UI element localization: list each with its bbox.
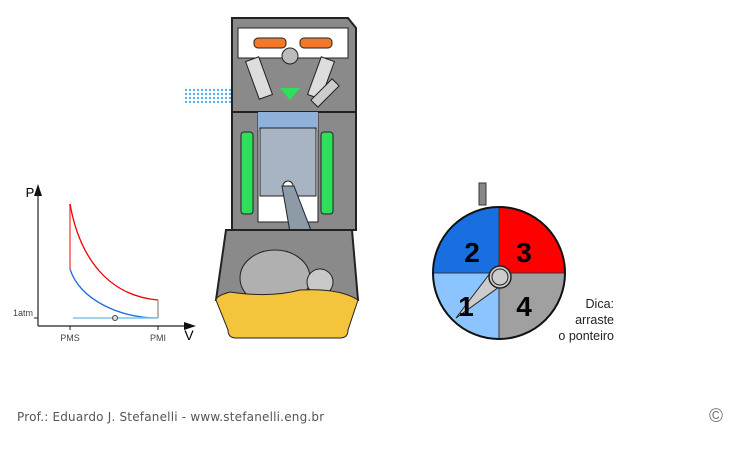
sector-label-3: 3 bbox=[516, 237, 532, 268]
engine-cutaway bbox=[183, 17, 360, 339]
sector-4 bbox=[499, 273, 565, 339]
stroke-dial[interactable]: 2 3 4 1 bbox=[432, 182, 566, 340]
intake-valve bbox=[244, 56, 274, 100]
v-axis-label: V bbox=[184, 327, 194, 343]
coolant-passage bbox=[280, 88, 300, 100]
spark-plug-icon bbox=[478, 182, 487, 206]
sector-label-4: 4 bbox=[516, 291, 532, 322]
p-axis-arrow-icon bbox=[34, 184, 42, 196]
hint-line: arraste bbox=[575, 313, 614, 327]
hint-line: Dica: bbox=[585, 297, 614, 311]
pv-diagram bbox=[34, 184, 196, 330]
pointer-hub-inner bbox=[491, 268, 509, 286]
pms-label: PMS bbox=[60, 333, 80, 343]
compression-curve bbox=[69, 268, 159, 319]
sector-label-1: 1 bbox=[458, 291, 474, 322]
rocker-arms bbox=[253, 37, 333, 49]
copyright-icon[interactable]: © bbox=[709, 406, 723, 427]
spark-plug-icon bbox=[310, 78, 340, 108]
pmi-label: PMI bbox=[150, 333, 166, 343]
v-axis-arrow-icon bbox=[184, 322, 196, 330]
p-axis-label: P bbox=[26, 185, 35, 200]
oil-sump bbox=[215, 289, 359, 339]
sector-2 bbox=[433, 207, 499, 273]
dial-rim bbox=[432, 206, 566, 340]
atm-label: 1atm bbox=[13, 308, 33, 318]
combustion-chamber bbox=[258, 112, 318, 130]
expansion-curve bbox=[69, 203, 159, 301]
sector-3 bbox=[499, 207, 565, 273]
camshaft bbox=[281, 47, 299, 65]
intake-flow-dots bbox=[183, 87, 238, 103]
coolant-jacket-right bbox=[320, 131, 334, 215]
hint-line: o ponteiro bbox=[558, 329, 614, 343]
hint-text: Dica: arraste o ponteiro bbox=[552, 296, 614, 344]
sector-label-2: 2 bbox=[464, 237, 480, 268]
coolant-jacket-left bbox=[240, 131, 254, 215]
state-point bbox=[112, 315, 118, 321]
author-credit: Prof.: Eduardo J. Stefanelli - www.stefa… bbox=[17, 410, 325, 424]
